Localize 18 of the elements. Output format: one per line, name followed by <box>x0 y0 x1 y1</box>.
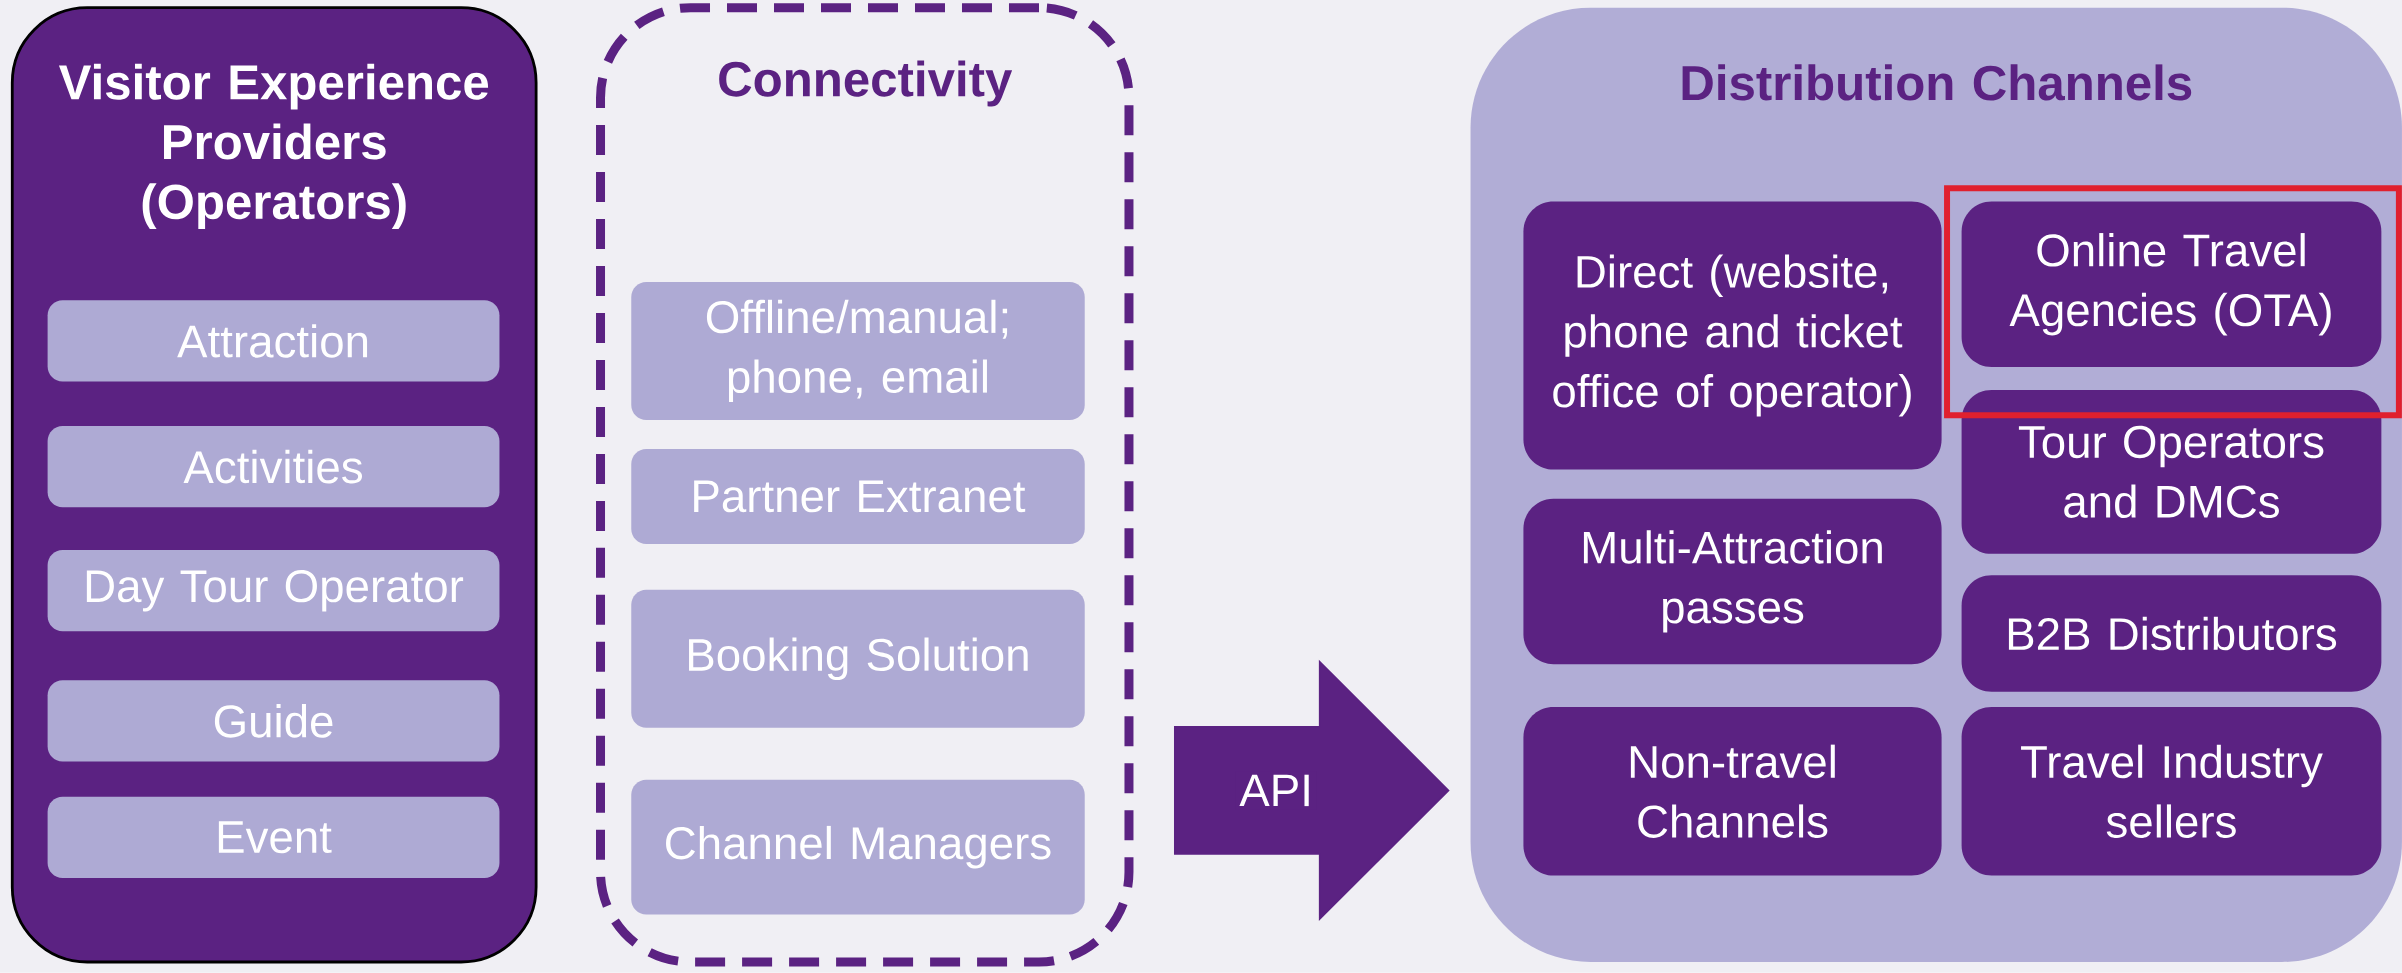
edge-label: API <box>1235 771 1317 810</box>
channel-box: Direct (website, phone and ticket office of operator) <box>1523 201 1942 470</box>
channel-box: Travel Industry sellers <box>1961 707 2382 876</box>
item-box: Booking Solution <box>631 590 1085 728</box>
block-arrow <box>1174 659 1450 922</box>
channel-box: Non-travel Channels <box>1523 707 1942 876</box>
item-box: Day Tour Operator <box>47 550 500 632</box>
channel-box: Tour Operators and DMCs <box>1961 390 2382 555</box>
item-box: Channel Managers <box>631 779 1085 915</box>
item-box: Activities <box>47 426 500 508</box>
item-box: Attraction <box>47 300 500 382</box>
channel-box: Multi-Attraction passes <box>1523 498 1942 665</box>
channel-box: B2B Distributors <box>1961 575 2382 692</box>
channel-box: Online Travel Agencies (OTA) <box>1961 201 2382 368</box>
item-box: Offline/manual; phone, email <box>631 282 1085 421</box>
item-box: Event <box>47 796 500 879</box>
item-box: Guide <box>47 680 500 762</box>
item-box: Partner Extranet <box>631 449 1085 545</box>
